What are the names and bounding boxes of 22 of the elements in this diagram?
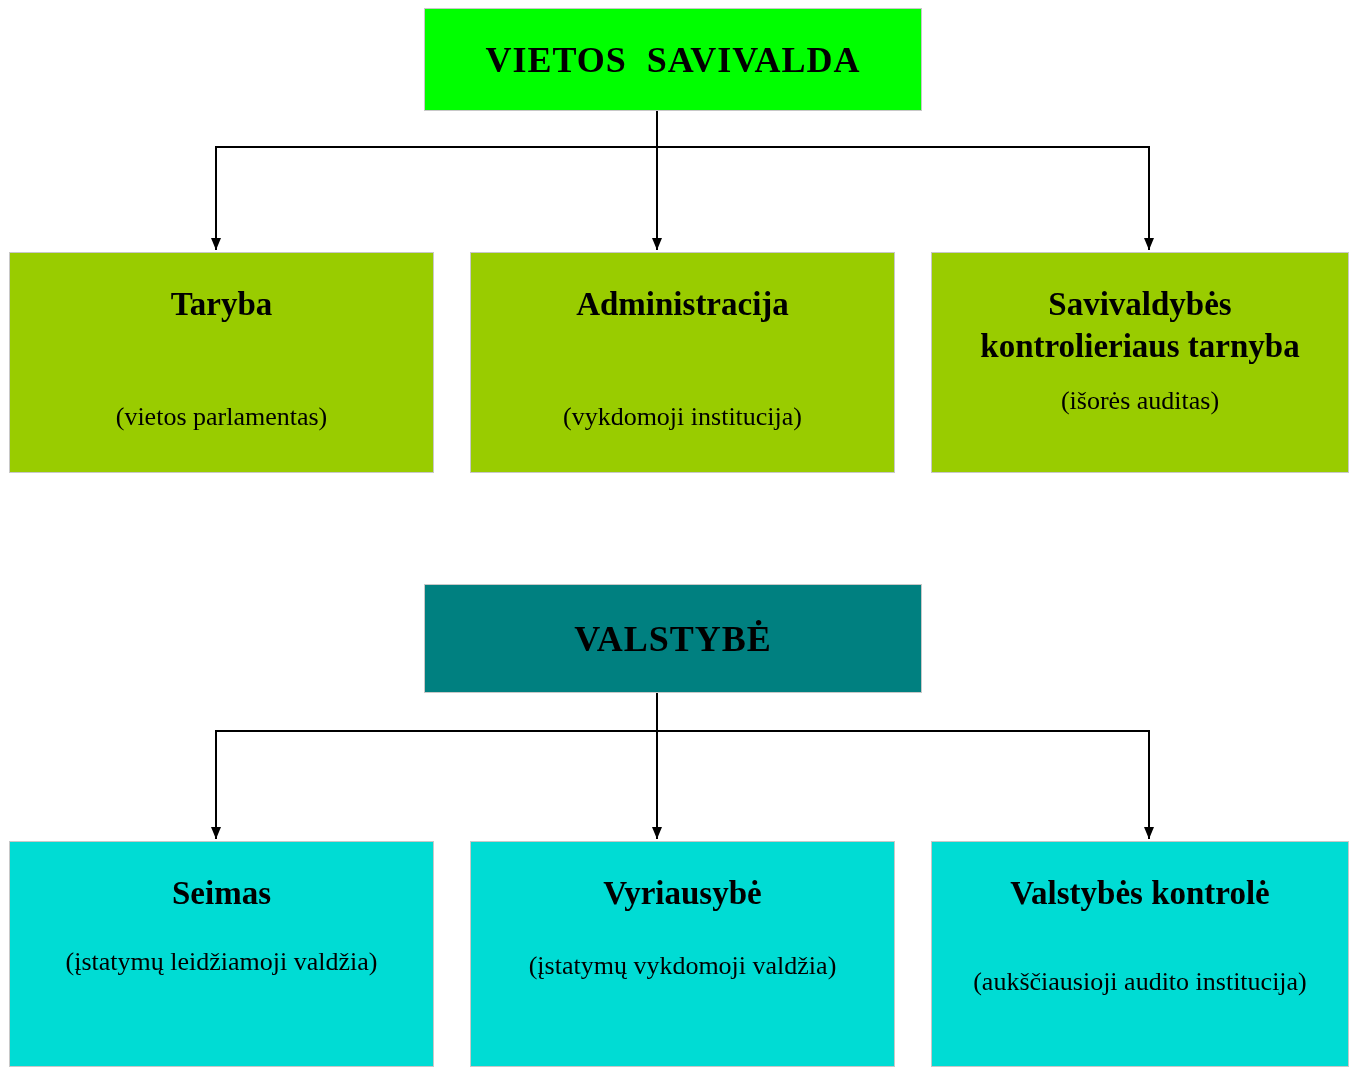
org-box	[9, 252, 434, 473]
box-subtitle: (išorės auditas)	[1060, 385, 1220, 417]
title-box	[424, 8, 922, 111]
box-heading: Seimas	[172, 874, 271, 913]
org-box	[9, 841, 434, 1067]
box-subtitle: (vykdomoji institucija)	[563, 401, 802, 433]
box-subtitle: (įstatymų vykdomoji valdžia)	[528, 950, 837, 982]
box-heading: VIETOS SAVIVALDA	[485, 38, 861, 82]
box-heading: VALSTYBĖ	[574, 617, 772, 661]
box-subtitle: (vietos parlamentas)	[115, 401, 328, 433]
org-box	[931, 252, 1349, 473]
org-box	[470, 841, 895, 1067]
box-heading: Administracija	[576, 285, 789, 324]
box-heading: Savivaldybės kontrolieriaus tarnyba	[979, 285, 1301, 366]
title-box	[424, 584, 922, 693]
box-subtitle: (aukščiausioji audito institucija)	[973, 966, 1307, 998]
box-heading: Vyriausybė	[603, 874, 762, 913]
org-box	[931, 841, 1349, 1067]
org-box	[470, 252, 895, 473]
box-heading: Taryba	[170, 285, 273, 324]
box-heading: Valstybės kontrolė	[1010, 874, 1270, 913]
box-subtitle: (įstatymų leidžiamoji valdžia)	[65, 946, 378, 978]
